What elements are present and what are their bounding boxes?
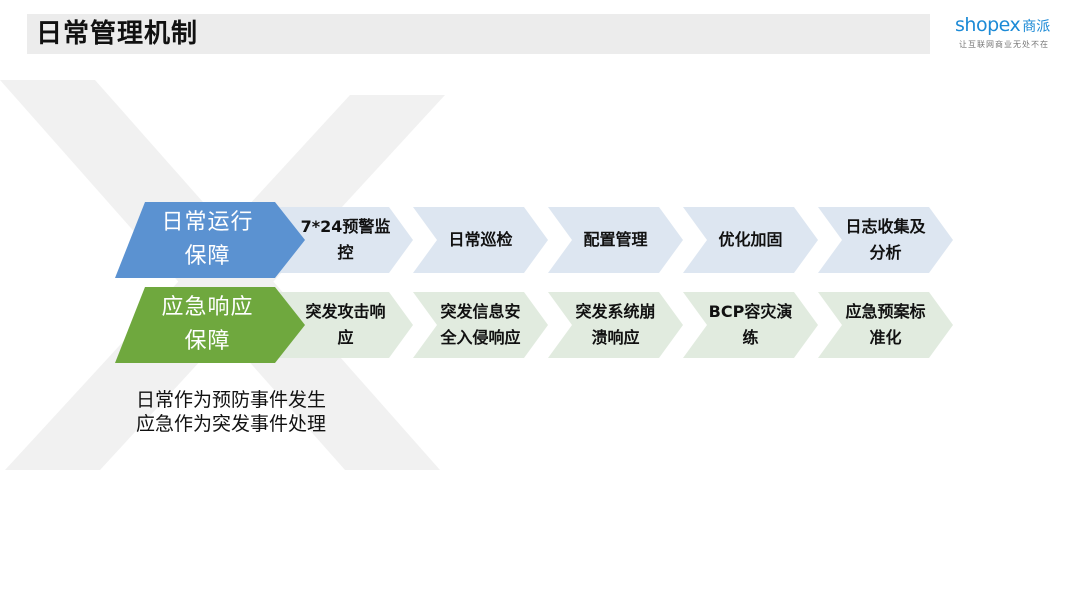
step-label-line: 准化 — [869, 328, 902, 347]
head-label-line: 保障 — [184, 329, 231, 354]
step-label-lines: 突发系统崩溃响应 — [575, 299, 655, 351]
step-label-lines: 7*24预警监控 — [301, 214, 391, 266]
step-chevron — [818, 207, 953, 273]
step-label: BCP容灾演练 — [703, 292, 798, 358]
step-label-line: 练 — [742, 328, 759, 347]
step-label-line: BCP容灾演 — [708, 302, 793, 321]
step-label-lines: 突发信息安全入侵响应 — [440, 299, 520, 351]
step-chevron — [413, 207, 548, 273]
step-label-lines: 配置管理 — [583, 227, 647, 253]
title-bar — [27, 14, 930, 54]
step-label-line: 日志收集及 — [845, 217, 926, 236]
head-label: 应急响应保障 — [135, 287, 280, 363]
step-chevron — [413, 292, 548, 358]
page-title: 日常管理机制 — [36, 19, 199, 49]
logo-brand-cn: 商派 — [1022, 19, 1051, 35]
head-chevron — [115, 202, 305, 278]
logo-tagline: 让互联网商业无处不在 — [959, 40, 1049, 49]
step-label: 突发攻击响应 — [298, 292, 393, 358]
note-line: 日常作为预防事件发生 — [136, 389, 327, 411]
step-chevron — [278, 292, 413, 358]
step-label: 日常巡检 — [433, 207, 528, 273]
note-line: 应急作为突发事件处理 — [136, 413, 327, 435]
step-chevron — [278, 207, 413, 273]
head-label-line: 应急响应 — [161, 295, 254, 320]
step-label: 应急预案标准化 — [838, 292, 933, 358]
step-label-line: 7*24预警监 — [300, 217, 391, 236]
step-chevron — [683, 207, 818, 273]
step-label-lines: 日常巡检 — [448, 227, 512, 253]
step-label-lines: 突发攻击响应 — [305, 299, 385, 351]
head-label-lines: 应急响应保障 — [161, 291, 253, 359]
step-label-line: 突发信息安 — [440, 302, 521, 321]
step-label-line: 分析 — [869, 243, 902, 262]
head-label-line: 日常运行 — [161, 210, 254, 235]
step-label-line: 控 — [337, 243, 354, 262]
step-label-line: 全入侵响应 — [440, 328, 521, 347]
step-label-lines: 应急预案标准化 — [845, 299, 925, 351]
step-label-line: 优化加固 — [718, 230, 783, 249]
step-chevron — [818, 292, 953, 358]
step-label: 日志收集及分析 — [838, 207, 933, 273]
step-label: 7*24预警监控 — [298, 207, 393, 273]
step-label-lines: 日志收集及分析 — [845, 214, 925, 266]
step-label-line: 应急预案标 — [845, 302, 926, 321]
step-label: 突发系统崩溃响应 — [568, 292, 663, 358]
head-label-line: 保障 — [184, 244, 231, 269]
step-label-line: 突发系统崩 — [575, 302, 656, 321]
x-stroke-ascending — [5, 95, 445, 470]
step-label-line: 溃响应 — [591, 328, 640, 347]
step-chevron — [548, 292, 683, 358]
head-label: 日常运行保障 — [135, 202, 280, 278]
step-label-line: 日常巡检 — [448, 230, 513, 249]
step-label-line: 配置管理 — [583, 230, 648, 249]
step-chevron — [683, 292, 818, 358]
step-chevron — [548, 207, 683, 273]
step-label: 配置管理 — [568, 207, 663, 273]
head-label-lines: 日常运行保障 — [161, 206, 253, 274]
step-label-lines: 优化加固 — [718, 227, 782, 253]
step-label: 优化加固 — [703, 207, 798, 273]
step-label-lines: BCP容灾演练 — [709, 299, 793, 351]
head-chevron — [115, 287, 305, 363]
logo-brand-text: shopex — [955, 14, 1021, 36]
step-label-line: 突发攻击响 — [305, 302, 386, 321]
step-label: 突发信息安全入侵响应 — [433, 292, 528, 358]
step-label-line: 应 — [337, 328, 354, 347]
